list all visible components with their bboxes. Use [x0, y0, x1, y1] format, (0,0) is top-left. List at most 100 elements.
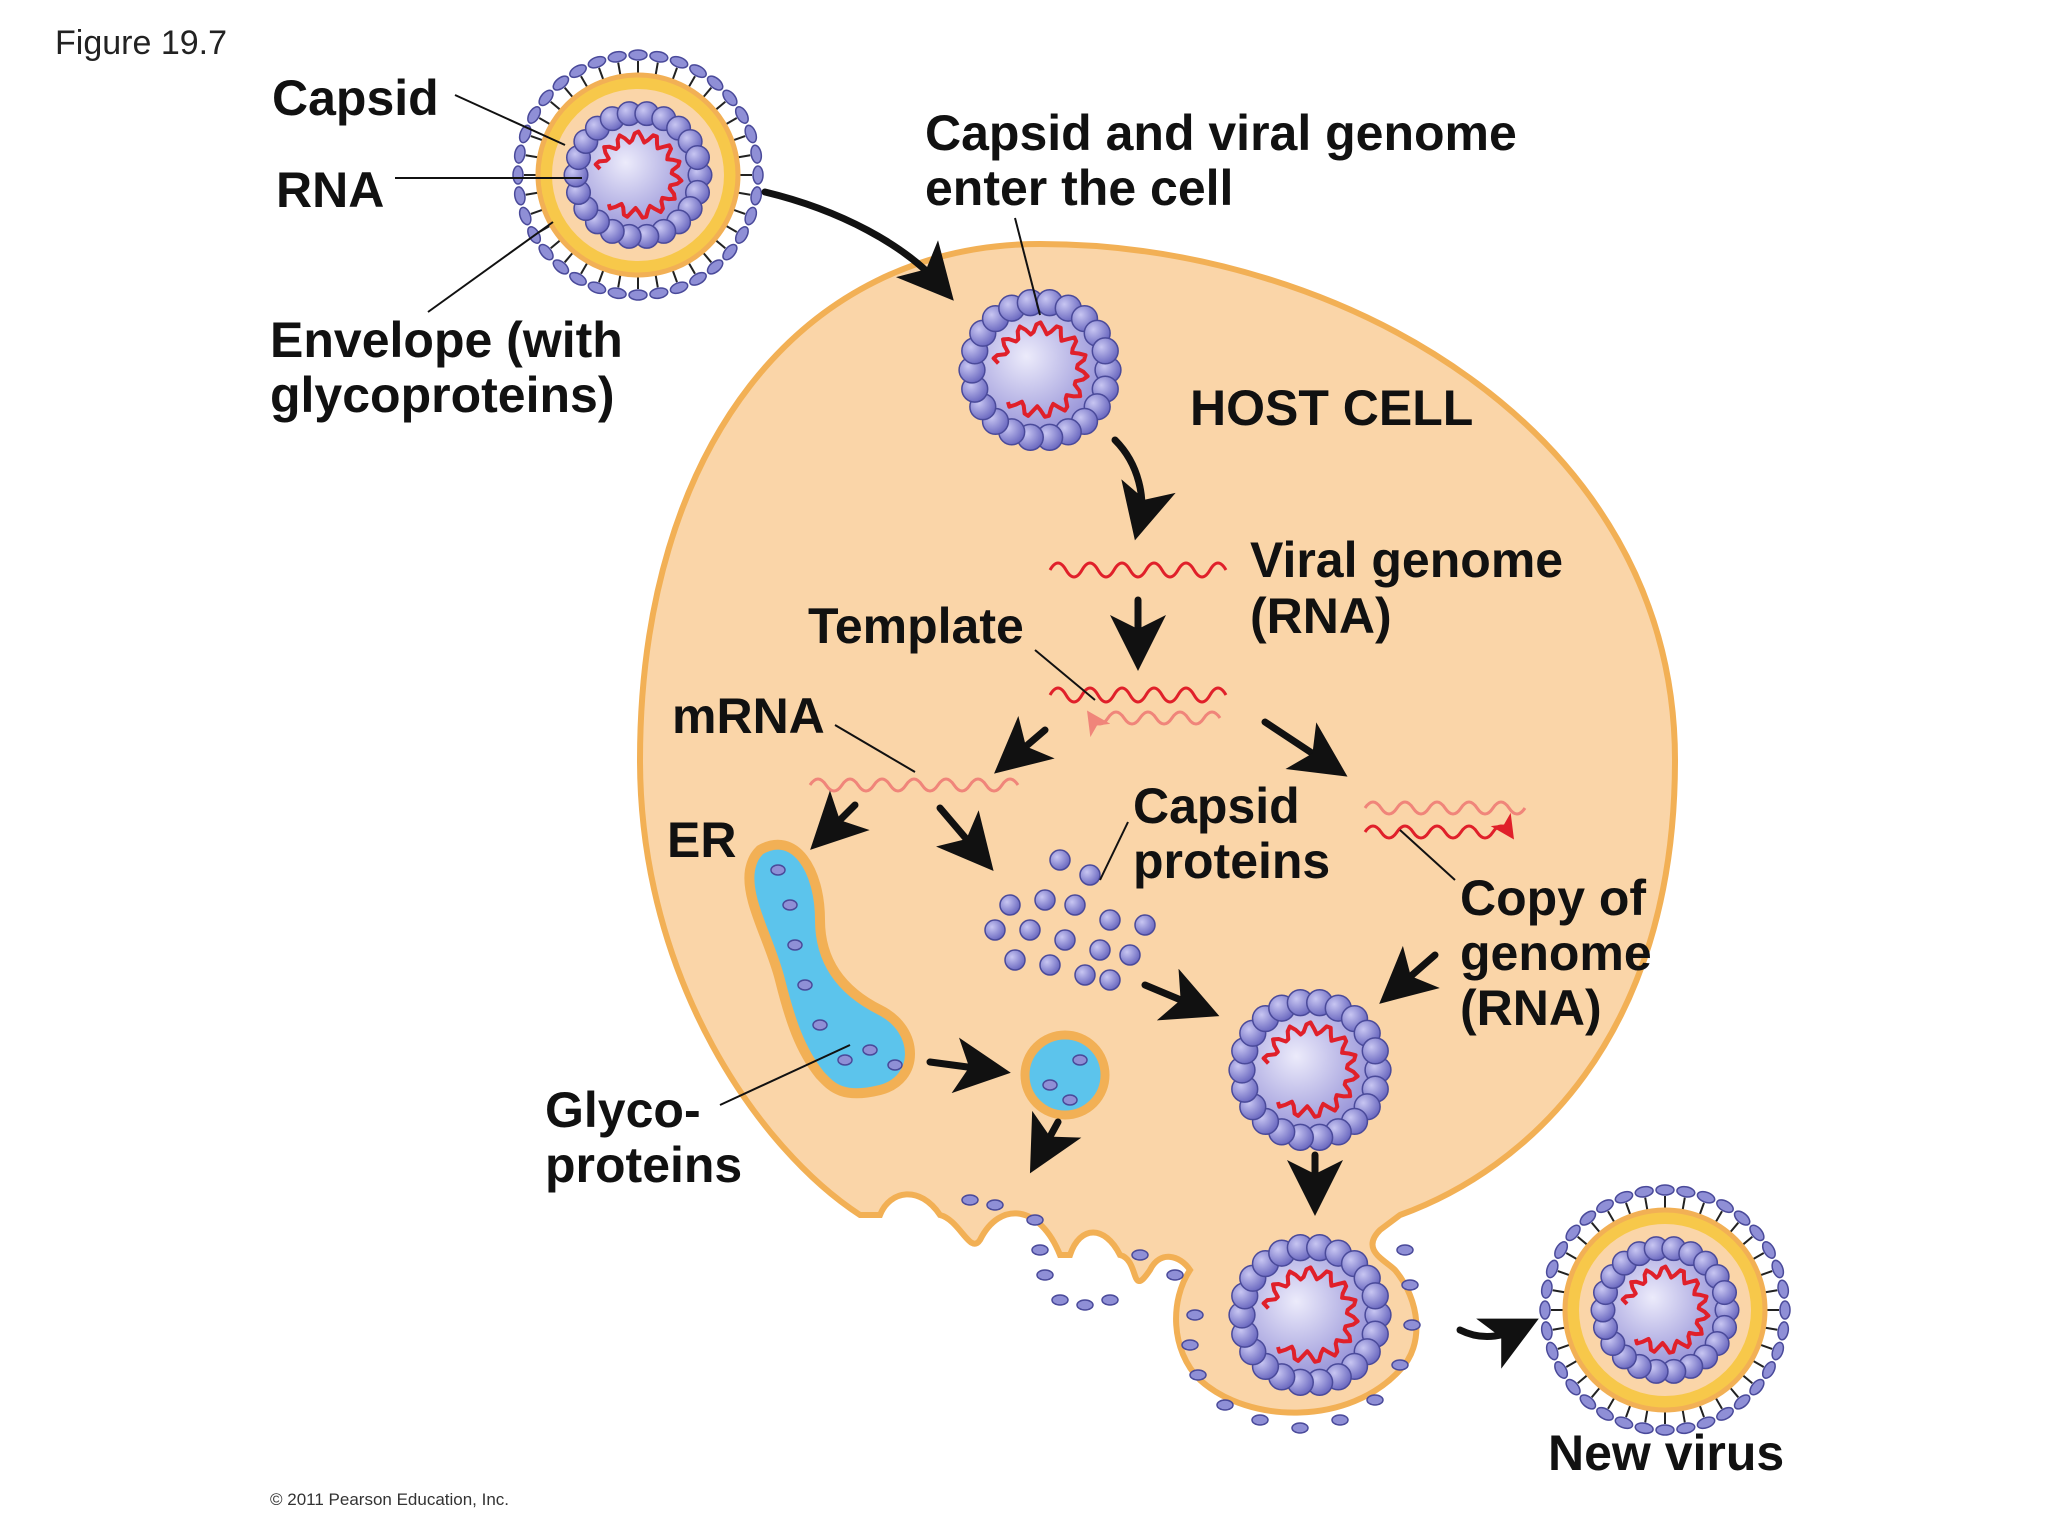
glycoprotein-spike — [1752, 1360, 1765, 1368]
capsid-proteins-label-line2: proteins — [1133, 833, 1331, 889]
glycoprotein — [1655, 1184, 1675, 1196]
glycoprotein-spike — [688, 262, 696, 275]
glycoprotein — [649, 50, 669, 63]
glycoprotein — [1676, 1422, 1696, 1435]
glycoprotein-spike — [598, 67, 605, 80]
glycoprotein-spike — [1752, 1252, 1765, 1260]
glycoprotein — [1749, 1224, 1765, 1242]
glycoprotein — [607, 50, 627, 63]
glycoprotein — [1565, 1378, 1581, 1396]
budding-capsid — [1228, 1234, 1392, 1396]
envelope-label-line1: Envelope (with — [270, 312, 623, 368]
viral-rna — [991, 320, 1090, 419]
glycoprotein-spike — [715, 100, 726, 111]
glycoprotein — [669, 55, 689, 69]
glycoprotein-spike — [671, 67, 678, 80]
glycoprotein — [669, 281, 689, 295]
glycoprotein — [607, 287, 627, 300]
capsid-in-cell — [958, 289, 1122, 451]
glycoprotein — [1696, 1190, 1716, 1204]
glycoproteins-label-line1: Glyco- — [545, 1082, 701, 1138]
glycoprotein-spike — [1607, 1210, 1615, 1223]
glycoprotein-spike — [1765, 1289, 1778, 1294]
glycoprotein-spike — [1715, 1210, 1723, 1223]
arrow-mrna-to-er — [810, 790, 870, 850]
glycoprotein-spike — [525, 191, 538, 196]
glycoprotein — [1579, 1394, 1597, 1410]
glycoprotein — [1545, 1259, 1559, 1279]
glycoprotein — [512, 165, 524, 185]
glycoprotein — [1634, 1185, 1654, 1198]
assembled-capsid — [1228, 989, 1392, 1151]
viral-genome-label-line1: Viral genome — [1250, 532, 1564, 588]
viral-rna — [1261, 1020, 1360, 1119]
glycoprotein-spike — [1698, 1405, 1705, 1418]
host-cell — [636, 240, 1679, 1416]
glycoprotein-spike — [1729, 1387, 1740, 1398]
glycoprotein-spike — [1729, 1222, 1740, 1233]
glycoprotein-spike — [733, 135, 746, 142]
glycoprotein — [1696, 1416, 1716, 1430]
er-label: ER — [667, 812, 737, 868]
glycoprotein — [1539, 1300, 1551, 1320]
glycoprotein-spike — [738, 154, 751, 159]
glycoprotein-spike — [1715, 1397, 1723, 1410]
glycoprotein-spike — [598, 270, 605, 283]
glycoprotein-spike — [1765, 1326, 1778, 1331]
glycoprotein — [1761, 1361, 1776, 1379]
capsomere — [1711, 1280, 1738, 1306]
glycoprotein — [689, 64, 707, 79]
glycoprotein — [1579, 1210, 1597, 1226]
mrna-label: mRNA — [672, 688, 825, 744]
glycoprotein — [587, 55, 607, 69]
glycoprotein-spike — [1760, 1343, 1773, 1350]
glycoprotein — [1749, 1378, 1765, 1396]
glycoprotein-spike — [1742, 1235, 1753, 1246]
glycoprotein — [527, 106, 542, 124]
genome-copy-pink-strand — [1363, 800, 1527, 816]
envelope-label-line2: glycoproteins) — [270, 367, 615, 423]
copy-genome-label-line2: genome — [1460, 925, 1652, 981]
free-capsid-proteins — [984, 849, 1156, 991]
glycoprotein-spike — [1681, 1197, 1686, 1210]
capsomere — [1361, 1037, 1389, 1065]
capsomere — [1091, 337, 1119, 365]
glycoprotein — [1777, 1279, 1790, 1299]
glycoprotein-spike — [688, 75, 696, 88]
arrow-to-mrna — [994, 715, 1055, 774]
glycoprotein-spike — [725, 225, 738, 233]
glycoprotein-spike — [671, 270, 678, 283]
glycoprotein — [1565, 1224, 1581, 1242]
glycoprotein-spike — [654, 275, 659, 288]
glycoprotein — [1771, 1341, 1785, 1361]
glycoprotein — [1554, 1361, 1569, 1379]
glycoprotein-spike — [1742, 1374, 1753, 1385]
viral-genome-label-line2: (RNA) — [1250, 588, 1392, 644]
glycoprotein — [706, 75, 724, 91]
glycoprotein-spike — [733, 208, 746, 215]
glycoprotein — [1733, 1394, 1751, 1410]
glycoprotein-spike — [654, 62, 659, 75]
glycoprotein-spike — [1681, 1410, 1686, 1423]
template-strand-bottom — [1087, 710, 1222, 738]
arrow-er-to-vesicle — [926, 1037, 1011, 1094]
er-glycoproteins — [770, 864, 903, 1071]
glycoprotein — [1540, 1279, 1553, 1299]
membrane-glycoproteins — [961, 1194, 1421, 1434]
enter-label-line1: Capsid and viral genome — [925, 105, 1517, 161]
glycoprotein — [552, 259, 570, 275]
glycoprotein-spike — [550, 100, 561, 111]
glycoprotein — [518, 206, 532, 226]
genome-copy-strand — [1363, 812, 1514, 840]
glycoprotein-spike — [1625, 1405, 1632, 1418]
glycoprotein — [569, 64, 587, 79]
new-virion — [1539, 1184, 1791, 1436]
host-cell-label: HOST CELL — [1190, 380, 1474, 436]
glycoprotein — [1716, 1406, 1734, 1421]
arrow-entry — [761, 188, 954, 301]
glycoproteins-label-line2: proteins — [545, 1137, 743, 1193]
glycoprotein-spike — [1565, 1360, 1578, 1368]
glycoprotein — [518, 124, 532, 144]
capsid-proteins-label-line1: Capsid — [1133, 778, 1300, 834]
glycoprotein — [1634, 1422, 1654, 1435]
